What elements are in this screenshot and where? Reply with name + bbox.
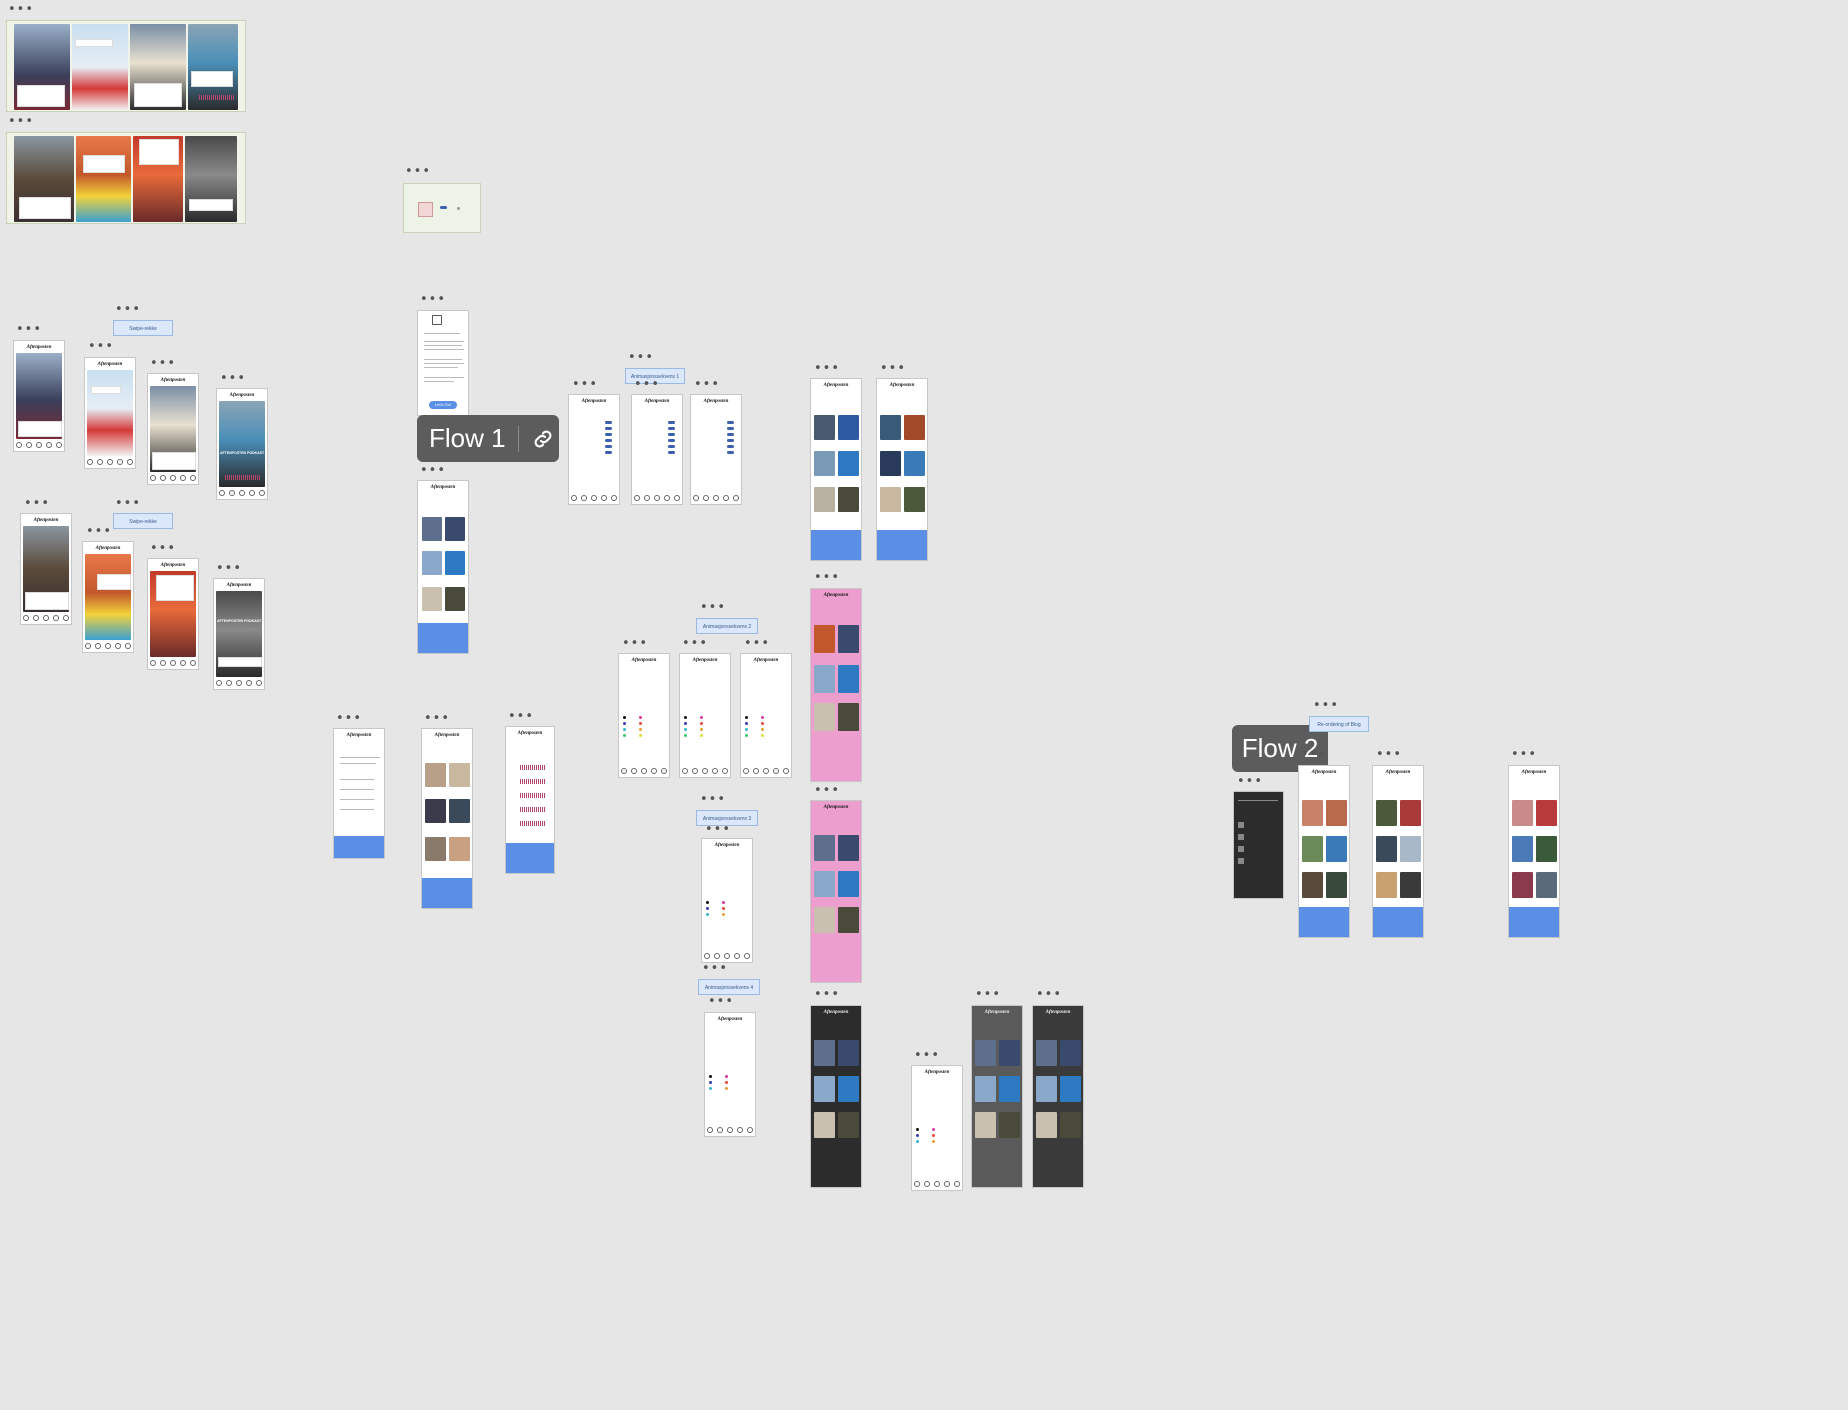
story-overlay-headline: AFTENPOSTEN PODKAST <box>217 619 262 623</box>
flow-2-label: Flow 2 <box>1241 733 1319 763</box>
phone-frame-story-7[interactable]: Aftenposten <box>147 558 199 670</box>
brand-logo: Aftenposten <box>889 383 915 388</box>
settings-frame-1[interactable]: Aftenposten <box>568 394 620 505</box>
flow2-feed-3[interactable]: Aftenposten <box>1508 765 1560 938</box>
brand-logo: Aftenposten <box>160 378 186 383</box>
flow2-feed-2[interactable]: Aftenposten <box>1372 765 1424 938</box>
section-label-anim-1: Animasjonssekvens 1 <box>625 368 685 384</box>
anim4-frame[interactable]: Aftenposten <box>704 1012 756 1137</box>
brand-logo: Aftenposten <box>1521 770 1547 775</box>
phone-frame-story-5[interactable]: Aftenposten <box>20 513 72 625</box>
flow2-feed-1[interactable]: Aftenposten <box>1298 765 1350 938</box>
anim3-frame[interactable]: Aftenposten <box>701 838 753 963</box>
brand-logo: Aftenposten <box>1385 770 1411 775</box>
toggle-component-sample[interactable] <box>403 183 481 233</box>
brand-logo: Aftenposten <box>823 593 849 598</box>
feed-frame-blue-2[interactable]: Aftenposten <box>876 378 928 561</box>
phone-frame-story-4[interactable]: Aftenposten AFTENPOSTEN PODKAST <box>216 388 268 500</box>
brand-logo: Aftenposten <box>97 362 123 367</box>
brand-logo: Aftenposten <box>26 345 52 350</box>
brand-logo: Aftenposten <box>714 843 740 848</box>
feed-frame-dark-1[interactable]: Aftenposten <box>810 1005 862 1188</box>
link-icon[interactable] <box>531 427 555 451</box>
section-label-swipe-2: Swipe-rekke <box>113 513 173 529</box>
brand-logo: Aftenposten <box>229 393 255 398</box>
anim2-frame-1[interactable]: Aftenposten <box>618 653 670 778</box>
brand-logo: Aftenposten <box>823 1010 849 1015</box>
phone-frame-story-8[interactable]: Aftenposten AFTENPOSTEN PODKAST <box>213 578 265 690</box>
feed-frame-pink-1[interactable]: Aftenposten <box>810 588 862 782</box>
phone-frame-story-1[interactable]: Aftenposten <box>13 340 65 452</box>
brand-logo: Aftenposten <box>823 383 849 388</box>
feed-frame-pink-2[interactable]: Aftenposten <box>810 800 862 983</box>
story-strip-2[interactable] <box>6 132 246 224</box>
phone-frame-story-2[interactable]: Aftenposten <box>84 357 136 469</box>
phone-frame-story-6[interactable]: Aftenposten <box>82 541 134 653</box>
brand-logo: Aftenposten <box>703 399 729 404</box>
list-frame[interactable]: Aftenposten <box>333 728 385 859</box>
flow-2-pill[interactable]: Flow 2 <box>1232 725 1328 772</box>
brand-logo: Aftenposten <box>434 733 460 738</box>
brand-logo: Aftenposten <box>33 518 59 523</box>
brand-logo: Aftenposten <box>1311 770 1337 775</box>
phone-frame-feed[interactable]: Aftenposten <box>417 480 469 654</box>
feed-frame-dark-2[interactable]: Aftenposten <box>971 1005 1023 1188</box>
flow-1-pill[interactable]: Flow 1 <box>417 415 559 462</box>
brand-logo: Aftenposten <box>692 658 718 663</box>
brand-logo: Aftenposten <box>984 1010 1010 1015</box>
flow2-dark-modal[interactable] <box>1233 791 1284 899</box>
brand-logo: Aftenposten <box>95 546 121 551</box>
section-label-anim-2: Animasjonssekvens 2 <box>696 618 758 634</box>
settings-frame-2[interactable]: Aftenposten <box>631 394 683 505</box>
brand-logo: Aftenposten <box>1045 1010 1071 1015</box>
feed-frame-dark-3[interactable]: Aftenposten <box>1032 1005 1084 1188</box>
brand-logo: Aftenposten <box>631 658 657 663</box>
brand-logo: Aftenposten <box>226 583 252 588</box>
brand-logo: Aftenposten <box>581 399 607 404</box>
brand-logo: Aftenposten <box>644 399 670 404</box>
story-overlay-headline: AFTENPOSTEN PODKAST <box>220 451 265 455</box>
settings-frame-3[interactable]: Aftenposten <box>690 394 742 505</box>
brand-logo: Aftenposten <box>517 731 543 736</box>
phone-frame-story-3[interactable]: Aftenposten <box>147 373 199 485</box>
section-label-swipe-1: Swipe-rekke <box>113 320 173 336</box>
lets-go-button[interactable]: Let's Go! <box>429 401 457 409</box>
flow-1-label: Flow 1 <box>429 423 506 453</box>
feed-frame-blue-1[interactable]: Aftenposten <box>810 378 862 561</box>
settings-frame-lower[interactable]: Aftenposten <box>911 1065 963 1191</box>
brand-logo: Aftenposten <box>753 658 779 663</box>
podcast-frame[interactable]: Aftenposten <box>505 726 555 874</box>
anim2-frame-2[interactable]: Aftenposten <box>679 653 731 778</box>
brand-logo: Aftenposten <box>160 563 186 568</box>
brand-logo: Aftenposten <box>346 733 372 738</box>
story-strip-1[interactable] <box>6 20 246 112</box>
feed-frame-lower[interactable]: Aftenposten <box>421 728 473 909</box>
anim2-frame-3[interactable]: Aftenposten <box>740 653 792 778</box>
brand-logo: Aftenposten <box>717 1017 743 1022</box>
section-label-anim-3: Animasjonssekvens 3 <box>696 810 758 826</box>
brand-logo: Aftenposten <box>430 485 456 490</box>
brand-logo: Aftenposten <box>823 805 849 810</box>
phone-frame-onboarding[interactable]: Let's Go! <box>417 310 469 416</box>
section-label-reordering: Re-ordering of Blog <box>1309 716 1369 732</box>
section-label-anim-4: Animasjonssekvens 4 <box>698 979 760 995</box>
brand-logo: Aftenposten <box>924 1070 950 1075</box>
